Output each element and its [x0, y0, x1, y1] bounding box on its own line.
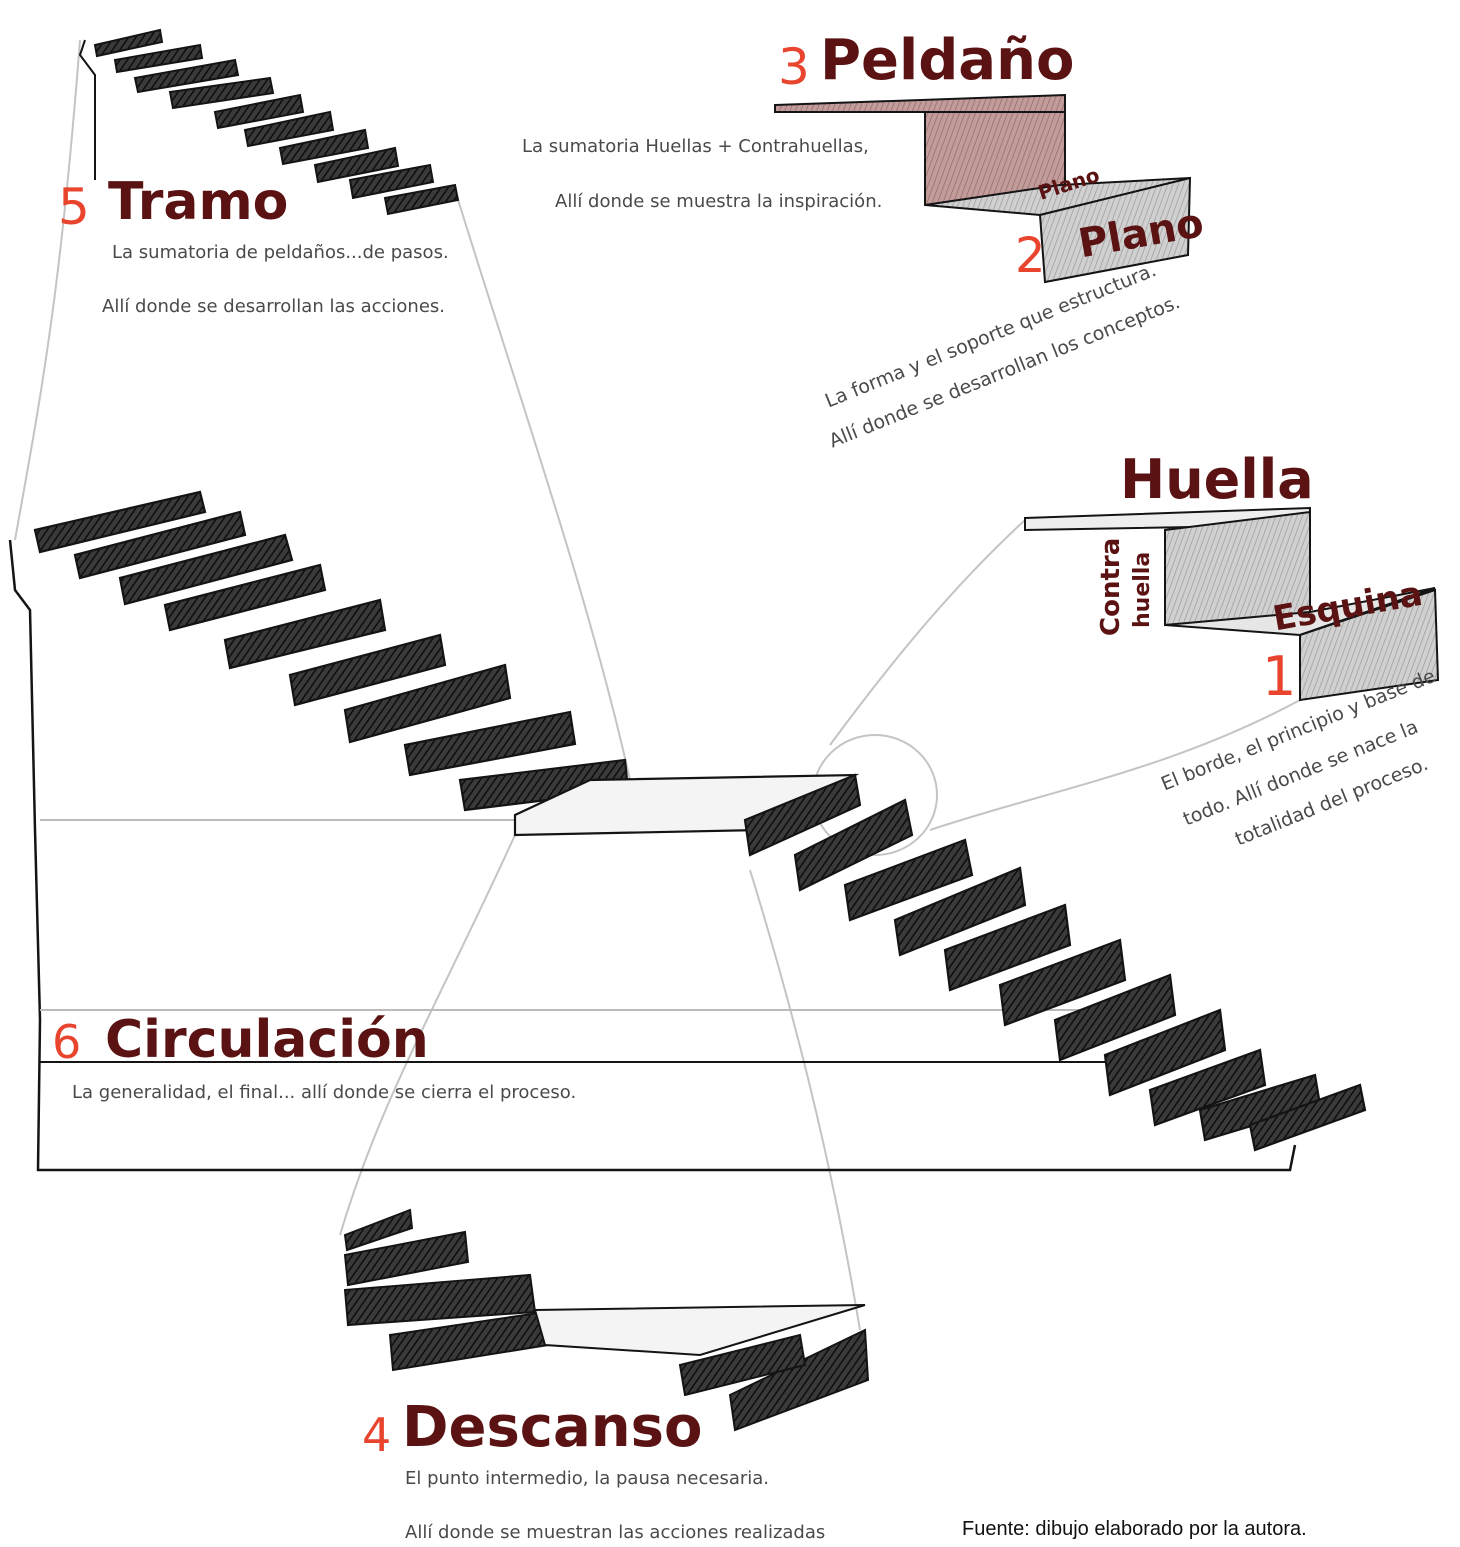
peldano-number: 3: [778, 38, 810, 96]
huella-small-label: huella: [1130, 551, 1155, 628]
main-stairs-upper: [33, 490, 630, 812]
circulacion-number: 6: [52, 1015, 82, 1069]
tramo-desc-line2: Allí donde se desarrollan las acciones.: [102, 296, 446, 317]
source-caption: Fuente: dibujo elaborado por la autora.: [962, 1518, 1307, 1540]
circulacion-title: Circulación: [105, 1010, 429, 1070]
tramo-desc-line1: La sumatoria de peldaños...de pasos.: [112, 242, 449, 263]
peldano-detail: [774, 93, 1192, 284]
guide-lines: [14, 39, 1301, 1331]
contra-label: Contra: [1096, 537, 1126, 636]
tramo-title: Tramo: [108, 172, 289, 232]
circulacion-desc: La generalidad, el final... allí donde s…: [72, 1082, 577, 1103]
huella-title: Huella: [1120, 448, 1314, 511]
tramo-number: 5: [58, 178, 90, 236]
plano-number: 2: [1015, 228, 1046, 284]
peldano-desc-line2: Allí donde se muestra la inspiración.: [555, 191, 883, 212]
descanso-detail: [343, 1208, 870, 1432]
descanso-desc-line1: El punto intermedio, la pausa necesaria.: [405, 1468, 770, 1489]
tramo-stairs: [93, 28, 460, 216]
descanso-number: 4: [362, 1408, 392, 1462]
peldano-desc-line1: La sumatoria Huellas + Contrahuellas,: [522, 136, 869, 157]
descanso-title: Descanso: [402, 1395, 703, 1460]
main-stairs-lower: [743, 773, 1367, 1152]
main-stairs-wall: [8, 539, 1297, 1172]
peldano-title: Peldaño: [820, 28, 1075, 93]
huella-detail: [1024, 506, 1440, 702]
descanso-desc-line2: Allí donde se muestran las acciones real…: [405, 1522, 826, 1543]
esquina-number: 1: [1262, 645, 1297, 708]
